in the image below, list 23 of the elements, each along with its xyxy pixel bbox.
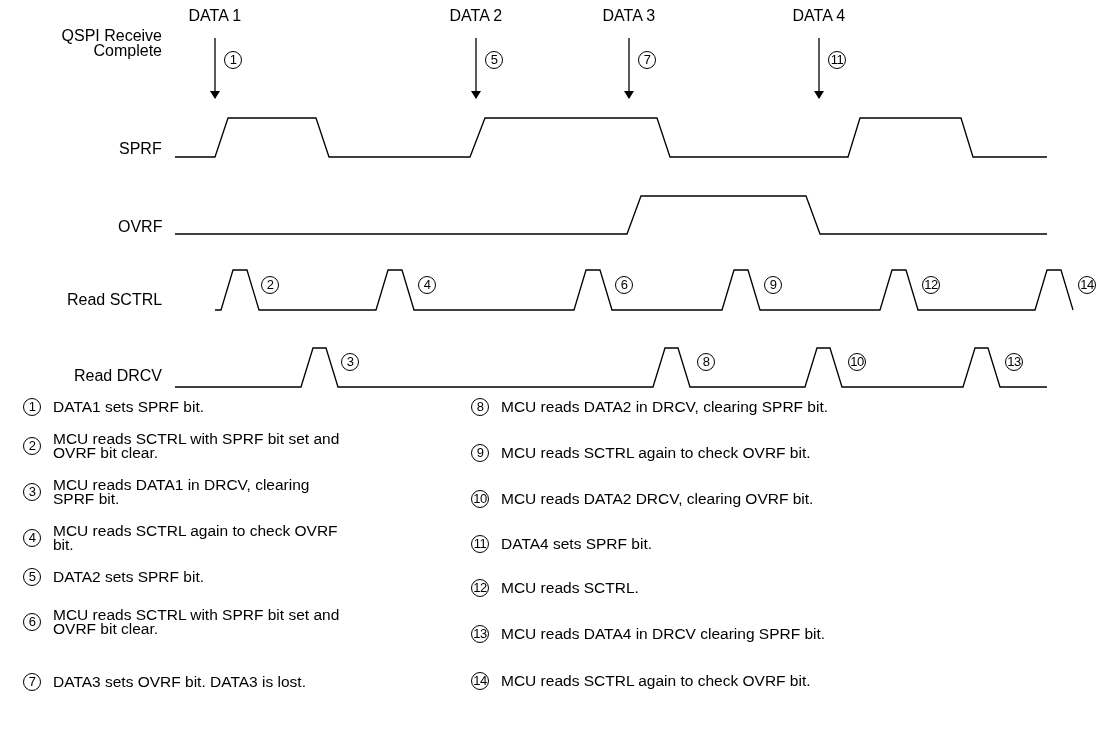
note-text: MCU reads DATA2 in DRCV, clearing SPRF bit. (501, 399, 830, 415)
note-text: DATA3 sets OVRF bit. DATA3 is lost. (53, 674, 307, 690)
note-text: DATA2 sets SPRF bit. (53, 569, 206, 585)
data-label: DATA 3 (602, 8, 656, 24)
data-label: DATA 1 (188, 8, 242, 24)
note-text: DATA1 sets SPRF bit. (53, 399, 206, 415)
event-label: QSPI Receive Complete (60, 28, 162, 59)
note-text: MCU reads SCTRL. (501, 580, 640, 596)
note-text: DATA4 sets SPRF bit. (501, 536, 654, 552)
note-text: MCU reads SCTRL again to check OVRF bit. (53, 523, 339, 553)
note-text: MCU reads SCTRL with SPRF bit set and OVRF bit clear. (53, 607, 341, 637)
note-text: MCU reads SCTRL with SPRF bit set and OVRF bit clear. (53, 431, 341, 461)
note-text: MCU reads DATA4 in DRCV clearing SPRF bit. (501, 626, 827, 642)
signal-name: SPRF (119, 141, 162, 157)
note-text: MCU reads SCTRL again to check OVRF bit. (501, 445, 812, 461)
note-text: MCU reads DATA2 DRCV, clearing OVRF bit. (501, 491, 815, 507)
note-text: MCU reads DATA1 in DRCV, clearing SPRF bit. (53, 477, 311, 507)
data-label: DATA 2 (449, 8, 503, 24)
note-text: MCU reads SCTRL again to check OVRF bit. (501, 673, 812, 689)
signal-name: OVRF (118, 219, 163, 235)
signal-name: Read SCTRL (67, 292, 163, 308)
data-label: DATA 4 (792, 8, 846, 24)
signal-name: Read DRCV (74, 368, 163, 384)
